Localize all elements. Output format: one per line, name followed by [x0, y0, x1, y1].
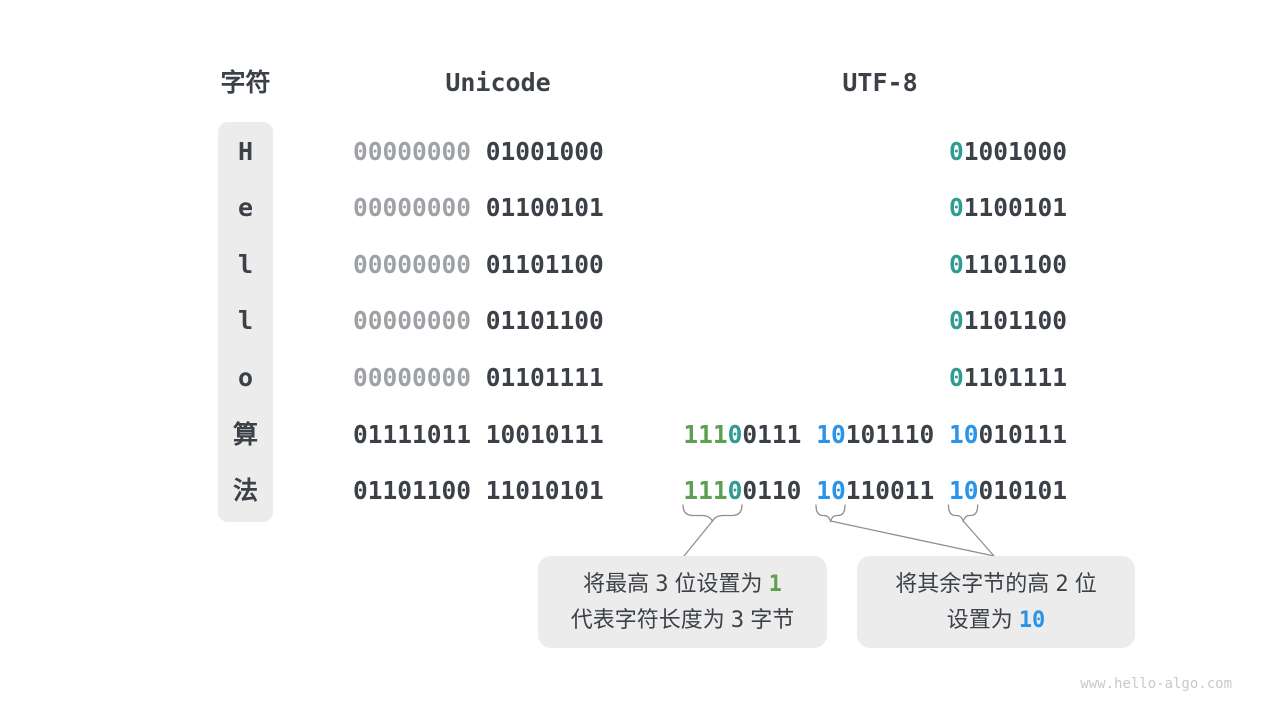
binary-segment: 111 — [683, 476, 728, 505]
unicode-binary-value: 00000000 01100101 — [353, 193, 604, 223]
callout-text: 将其余字节的高 — [895, 571, 1056, 596]
binary-segment: 00000000 — [353, 137, 472, 166]
binary-segment: 0 — [727, 476, 743, 505]
binary-segment: 0 — [727, 420, 743, 449]
character-cell: 法 — [232, 476, 258, 505]
connector-line-prefix-to-callout1 — [683, 520, 714, 557]
callout-text: 设置为 — [946, 607, 1019, 632]
binary-segment: 0 — [948, 306, 964, 335]
underbrace-continuation-byte3 — [947, 504, 979, 523]
callout-bit-value: 2 — [1055, 572, 1069, 597]
callout-text: 位设置为 — [668, 571, 769, 596]
character-cell: H — [237, 137, 254, 166]
column-header-unicode: Unicode — [445, 68, 551, 97]
callout-text-line: 代表字符长度为 3 字节 — [571, 602, 795, 638]
binary-segment: 01100101 — [485, 193, 604, 222]
binary-segment: 1101111 — [963, 363, 1067, 392]
binary-segment — [471, 137, 486, 167]
binary-segment: 00000000 — [353, 193, 472, 222]
watermark: www.hello-algo.com — [1080, 676, 1232, 692]
binary-segment: 0111 — [742, 420, 817, 449]
binary-segment: 01101100 — [485, 250, 604, 279]
binary-segment: 1101100 — [963, 250, 1067, 279]
binary-segment — [471, 193, 486, 223]
underbrace-continuation-byte2 — [815, 504, 846, 523]
binary-segment: 01101111 — [485, 363, 604, 392]
unicode-binary-value: 00000000 01001000 — [353, 137, 604, 167]
column-header-utf8: UTF-8 — [842, 68, 918, 97]
connector-line-byte3-to-callout2 — [962, 520, 995, 557]
callout-text: 代表字符长度为 — [570, 607, 731, 632]
binary-segment: 110011 — [845, 476, 949, 505]
unicode-binary-value: 01111011 10010111 — [353, 420, 604, 450]
callout-text-line: 设置为 10 — [947, 602, 1046, 638]
callout-bit-value: 3 — [655, 572, 669, 597]
character-cell: o — [237, 363, 254, 392]
binary-segment — [471, 363, 486, 393]
callout-text: 位 — [1068, 571, 1097, 596]
character-cell: l — [237, 250, 254, 279]
binary-segment: 1100101 — [963, 193, 1067, 222]
binary-segment: 010111 — [978, 420, 1067, 449]
unicode-binary-value: 00000000 01101111 — [353, 363, 604, 393]
callout-bit-value: 3 — [730, 608, 745, 633]
binary-segment: 0 — [948, 193, 964, 222]
binary-segment: 111 — [683, 420, 728, 449]
binary-segment: 10 — [948, 420, 979, 449]
underbrace-3bit-prefix — [682, 504, 743, 523]
callout-bit-value: 1 — [768, 572, 782, 597]
unicode-binary-value: 00000000 01101100 — [353, 306, 604, 336]
character-cell: e — [237, 193, 254, 222]
binary-segment: 00000000 — [353, 250, 472, 279]
binary-segment: 0 — [948, 363, 964, 392]
callout-text: 字节 — [744, 607, 795, 632]
binary-segment: 01101100 — [485, 306, 604, 335]
unicode-binary-value: 00000000 01101100 — [353, 250, 604, 280]
binary-segment: 1101100 — [963, 306, 1067, 335]
character-column-background — [218, 122, 273, 522]
binary-segment: 10 — [816, 476, 846, 505]
binary-segment: 10 — [948, 476, 979, 505]
binary-segment — [471, 306, 486, 336]
character-cell: 算 — [232, 420, 258, 449]
binary-segment: 0 — [948, 137, 964, 166]
binary-segment — [471, 250, 486, 280]
callout-text: 将最高 — [583, 571, 656, 596]
character-cell: l — [237, 306, 254, 335]
binary-segment: 01001000 — [485, 137, 604, 166]
binary-segment: 0110 — [742, 476, 817, 505]
binary-segment: 1001000 — [963, 137, 1067, 166]
column-header-character: 字符 — [220, 69, 271, 97]
callout-text-line: 将其余字节的高 2 位 — [895, 566, 1097, 602]
binary-segment: 10 — [816, 420, 846, 449]
callout-bit-value: 10 — [1018, 608, 1046, 633]
unicode-binary-value: 01101100 11010101 — [353, 476, 604, 506]
binary-segment: 010101 — [978, 476, 1067, 505]
binary-segment: 00000000 — [353, 363, 472, 392]
callout-text-line: 将最高 3 位设置为 1 — [583, 566, 782, 602]
binary-segment: 00000000 — [353, 306, 472, 335]
binary-segment: 01111011 10010111 — [353, 420, 604, 449]
binary-segment: 0 — [948, 250, 964, 279]
binary-segment: 101110 — [845, 420, 949, 449]
callout-continuation-bits: 将其余字节的高 2 位设置为 10 — [857, 556, 1135, 648]
connector-line-byte2-to-callout2 — [829, 520, 995, 557]
binary-segment: 01101100 11010101 — [353, 476, 604, 505]
